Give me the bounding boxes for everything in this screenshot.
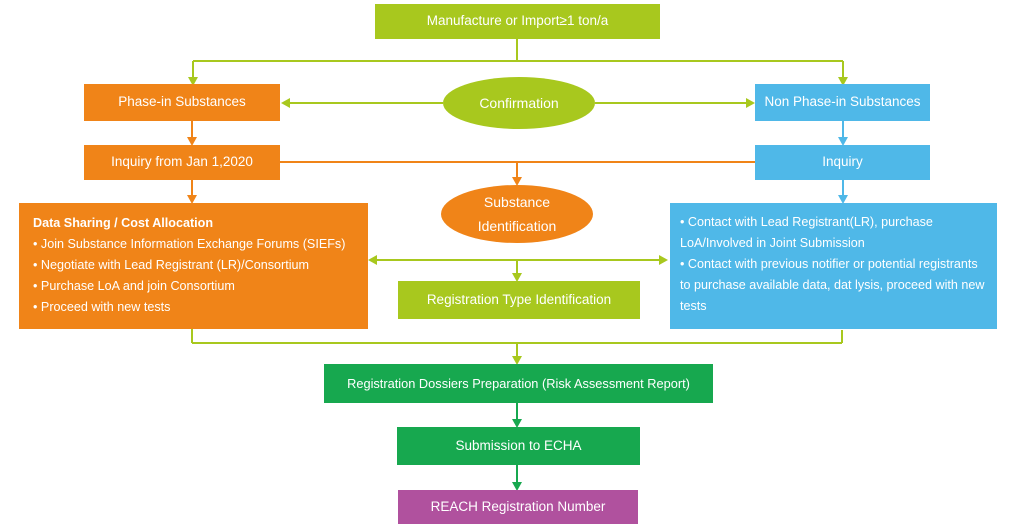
node-submission-to-echa: Submission to ECHA [397, 427, 640, 465]
list-item: Purchase LoA and join Consortium [33, 276, 366, 297]
green-wires [191, 38, 844, 357]
panel-data-sharing-cost-allocation: Data Sharing / Cost Allocation Join Subs… [19, 203, 368, 329]
node-confirmation: Confirmation [443, 77, 595, 129]
list-item: Contact with Lead Registrant(LR), purcha… [680, 212, 989, 254]
list-item: Proceed with new tests [33, 297, 366, 318]
dark-green-arrowheads [512, 419, 522, 491]
node-non-phase-in-substances: Non Phase-in Substances [755, 84, 930, 121]
node-substance-identification: Substance Identification [441, 185, 593, 243]
node-reach-registration-number: REACH Registration Number [398, 490, 638, 524]
node-manufacture-import: Manufacture or Import≥1 ton/a [375, 4, 660, 39]
green-arrowheads [188, 77, 848, 365]
node-registration-type-identification: Registration Type Identification [398, 281, 640, 319]
panel-title: Data Sharing / Cost Allocation [33, 216, 214, 230]
blue-arrowheads [838, 137, 848, 204]
node-inquiry: Inquiry [755, 145, 930, 180]
node-inquiry-from-jan-2020: Inquiry from Jan 1,2020 [84, 145, 280, 180]
node-registration-dossiers-preparation: Registration Dossiers Preparation (Risk … [324, 364, 713, 403]
list-item: Join Substance Information Exchange Foru… [33, 234, 366, 255]
node-phase-in-substances: Phase-in Substances [84, 84, 280, 121]
orange-wires [191, 121, 755, 196]
orange-arrowheads [187, 137, 522, 204]
list-item: Contact with previous notifier or potent… [680, 254, 989, 317]
list-item: Negotiate with Lead Registrant (LR)/Cons… [33, 255, 366, 276]
panel-non-phase-in-actions: Contact with Lead Registrant(LR), purcha… [670, 203, 997, 329]
